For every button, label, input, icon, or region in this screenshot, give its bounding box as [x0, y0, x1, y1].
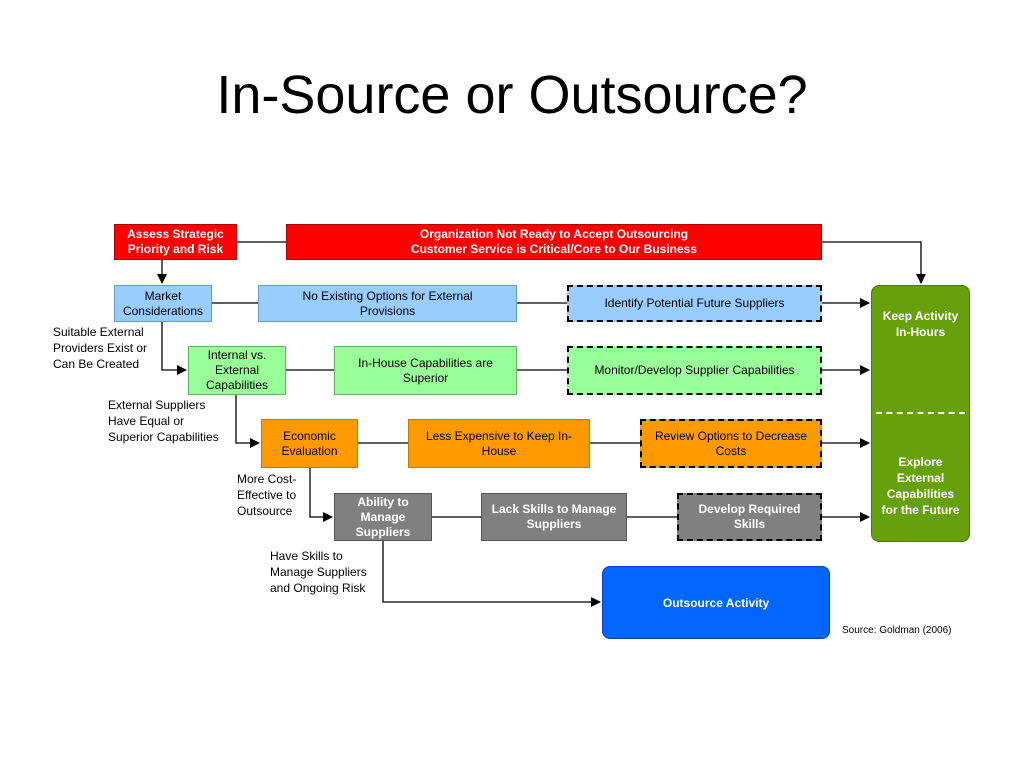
internal-external-box: Internal vs. External Capabilities: [188, 346, 286, 395]
market-considerations-box: Market Considerations: [114, 285, 212, 322]
monitor-develop-box: Monitor/Develop Supplier Capabilities: [567, 346, 822, 395]
monitor-develop-label: Monitor/Develop Supplier Capabilities: [594, 363, 795, 377]
identify-suppliers-label: Identify Potential Future Suppliers: [604, 296, 785, 310]
ability-manage-box: Ability to Manage Suppliers: [334, 493, 432, 541]
cost-effective-label: More Cost- Effective to Outsource: [237, 472, 297, 518]
identify-suppliers-box: Identify Potential Future Suppliers: [567, 285, 822, 322]
no-existing-options-box: No Existing Options for External Provisi…: [258, 285, 517, 322]
keep-activity-label: Keep Activity In-Hours: [882, 309, 959, 339]
assess-strategic-box: Assess Strategic Priority and Risk: [114, 224, 237, 260]
market-considerations-label: Market Considerations: [122, 288, 204, 318]
inhouse-superior-box: In-House Capabilities are Superior: [334, 346, 517, 395]
no-existing-options-label: No Existing Options for External Provisi…: [302, 288, 473, 318]
lack-skills-label: Lack Skills to Manage Suppliers: [491, 502, 617, 531]
equal-capabilities-label: External Suppliers Have Equal or Superio…: [108, 398, 219, 444]
slide-title: In-Source or Outsource?: [216, 65, 808, 125]
lack-skills-box: Lack Skills to Manage Suppliers: [481, 493, 627, 541]
explore-capabilities-label: Explore External Capabilities for the Fu…: [881, 455, 960, 517]
have-skills-label: Have Skills to Manage Suppliers and Ongo…: [270, 549, 367, 595]
less-expensive-label: Less Expensive to Keep In- House: [425, 428, 573, 458]
not-ready-box: Organization Not Ready to Accept Outsour…: [286, 224, 822, 260]
economic-evaluation-box: Economic Evaluation: [261, 419, 358, 468]
develop-skills-label: Develop Required Skills: [698, 502, 801, 531]
internal-external-label: Internal vs. External Capabilities: [205, 348, 269, 392]
review-options-box: Review Options to Decrease Costs: [640, 419, 822, 468]
inhouse-superior-label: In-House Capabilities are Superior: [358, 355, 493, 385]
source-citation: Source: Goldman (2006): [842, 625, 952, 636]
ability-manage-label: Ability to Manage Suppliers: [355, 494, 411, 539]
economic-evaluation-label: Economic Evaluation: [281, 428, 338, 458]
review-options-label: Review Options to Decrease Costs: [654, 428, 808, 458]
keep-explore-box: Keep Activity In-Hours Explore External …: [871, 285, 970, 542]
develop-skills-box: Develop Required Skills: [677, 493, 822, 541]
outsource-activity-label: Outsource Activity: [662, 595, 770, 610]
suitable-providers-label: Suitable External Providers Exist or Can…: [53, 325, 148, 371]
outsource-activity-box: Outsource Activity: [602, 566, 830, 639]
assess-strategic-label: Assess Strategic Priority and Risk: [127, 227, 224, 256]
not-ready-label: Organization Not Ready to Accept Outsour…: [410, 227, 698, 256]
less-expensive-box: Less Expensive to Keep In- House: [408, 419, 590, 468]
keep-explore-divider: [876, 412, 965, 414]
